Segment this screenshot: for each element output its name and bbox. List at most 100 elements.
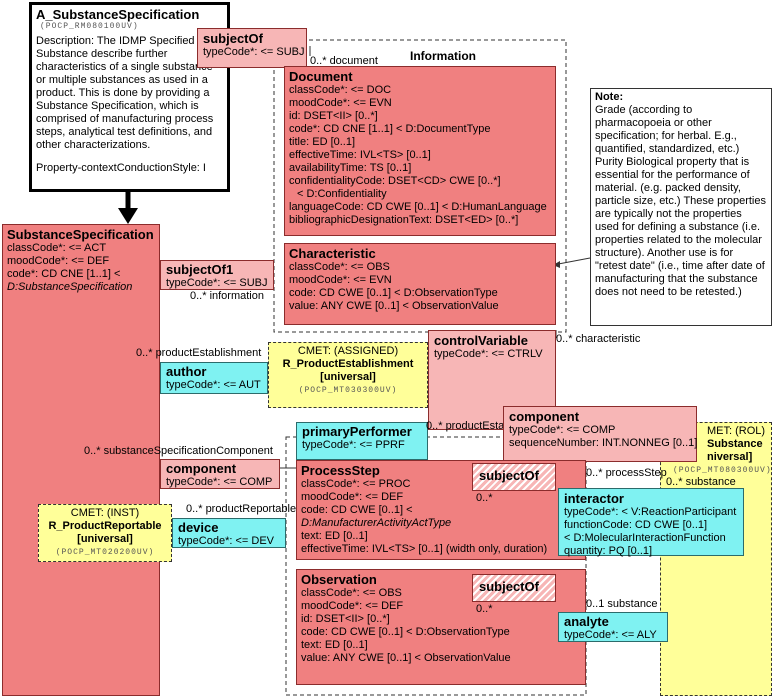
document-attr: title: ED [0..1]: [289, 136, 356, 148]
document-attr: bibliographicDesignationText: DSET<ED> […: [289, 214, 519, 226]
interactor-title: interactor: [564, 491, 624, 506]
author-participation[interactable]: author typeCode*: <= AUT: [160, 362, 268, 394]
cmet-assigned-id: (POCP_MT030300UV): [298, 386, 398, 395]
component-right-line: sequenceNumber: INT.NONNEG [0..1]: [509, 437, 698, 449]
observation-attr: value: ANY CWE [0..1] < ObservationValue: [301, 652, 511, 664]
process-step-card: 0..* processStep: [586, 467, 667, 479]
characteristic-title: Characteristic: [289, 246, 376, 261]
component-left-title: component: [166, 461, 237, 476]
analyte-title: analyte: [564, 614, 609, 629]
document-attr: effectiveTime: IVL<TS> [0..1]: [289, 149, 431, 161]
subject-of-observation[interactable]: subjectOf: [472, 574, 556, 602]
information-label: Information: [410, 49, 476, 63]
cmet-inst-id: (POCP_MT020200UV): [55, 548, 155, 557]
subject-of-observation-card: 0..*: [476, 603, 493, 615]
interactor-participation[interactable]: interactor typeCode*: < V:ReactionPartic…: [558, 488, 744, 557]
subject-of-process-step-title: subjectOf: [479, 468, 539, 483]
note-text: Grade (according to pharmacopoeia or oth…: [595, 104, 766, 298]
component-left[interactable]: component typeCode*: <= COMP: [160, 459, 280, 489]
document-attr: classCode*: <= DOC: [289, 84, 392, 96]
observation-attr: id: DSET<II> [0..*]: [301, 613, 390, 625]
author-title: author: [166, 364, 207, 379]
analyte-participation[interactable]: analyte typeCode*: <= ALY: [558, 612, 668, 642]
subject-of-observation-title: subjectOf: [479, 579, 539, 594]
cmet-assigned-label: CMET: (ASSIGNED): [297, 345, 399, 357]
entry-title: A_SubstanceSpecification: [36, 7, 200, 22]
substance-specification-attr: classCode*: <= ACT: [7, 242, 107, 254]
component-right[interactable]: component typeCode*: <= COMP sequenceNum…: [503, 406, 697, 462]
document-attr: < D:Confidentiality: [297, 188, 387, 200]
substance-card-analyte: 0..1 substance: [586, 598, 658, 610]
device-participation[interactable]: device typeCode*: <= DEV: [172, 518, 286, 548]
document-attr: id: DSET<II> [0..*]: [289, 110, 378, 122]
characteristic-attr: code: CD CWE [0..1] < D:ObservationType: [289, 287, 498, 299]
cmet-rol-name: Substance: [707, 438, 763, 450]
document-attr: moodCode*: <= EVN: [289, 97, 392, 109]
subject-of-top[interactable]: subjectOf typeCode*: <= SUBJ: [197, 28, 307, 68]
characteristic-class[interactable]: Characteristic classCode*: <= OBS moodCo…: [284, 243, 556, 325]
process-step-attr: code: CD CWE [0..1] <: [301, 504, 413, 516]
device-title: device: [178, 520, 219, 535]
cmet-rol[interactable]: MET: (ROL) Substance niversal] (POCP_MT0…: [660, 422, 772, 696]
document-attr: availabilityTime: TS [0..1]: [289, 162, 412, 174]
subject-of-process-step[interactable]: subjectOf: [472, 463, 556, 491]
ssc-card: 0..* substanceSpecificationComponent: [84, 445, 273, 457]
component-left-line: typeCode*: <= COMP: [166, 476, 273, 488]
observation-attr: code: CD CWE [0..1] < D:ObservationType: [301, 626, 510, 638]
cmet-assigned-name: R_ProductEstablishment: [282, 358, 414, 370]
observation-title: Observation: [301, 572, 377, 587]
process-step-attr: moodCode*: <= DEF: [301, 491, 404, 503]
subject-of-top-title: subjectOf: [203, 31, 263, 46]
primary-performer-title: primaryPerformer: [302, 424, 412, 439]
cmet-assigned[interactable]: CMET: (ASSIGNED) R_ProductEstablishment …: [268, 342, 428, 408]
substance-specification-class[interactable]: SubstanceSpecification classCode*: <= AC…: [2, 224, 160, 696]
interactor-attr: typeCode*: < V:ReactionParticipant: [564, 506, 737, 518]
document-card: 0..* document: [310, 55, 378, 67]
process-boundary: [285, 436, 587, 696]
component-right-line: typeCode*: <= COMP: [509, 424, 616, 436]
document-title: Document: [289, 69, 353, 84]
product-reportable-card: 0..* productReportable: [186, 503, 297, 515]
cmet-inst[interactable]: CMET: (INST) R_ProductReportable [univer…: [38, 504, 172, 562]
information-boundary: [273, 39, 567, 333]
characteristic-card: 0..* characteristic: [556, 333, 641, 345]
substance-card-rol: 0..* substance: [666, 476, 736, 488]
control-variable-title: controlVariable: [434, 333, 528, 348]
entry-id: (POCP_RM080100UV): [40, 22, 139, 31]
primary-performer[interactable]: primaryPerformer typeCode*: <= PPRF: [296, 422, 428, 460]
cmet-inst-name: R_ProductReportable: [48, 520, 162, 532]
process-step-attr: text: ED [0..1]: [301, 530, 368, 542]
information-card: 0..* information: [190, 290, 264, 302]
observation-attr: classCode*: <= OBS: [301, 587, 402, 599]
entry-style: Property-contextConductionStyle: I: [36, 162, 206, 174]
observation-attr: moodCode*: <= DEF: [301, 600, 404, 612]
process-step-attr: effectiveTime: IVL<TS> [0..1] (width onl…: [301, 543, 548, 555]
subject-of1-title: subjectOf1: [166, 262, 234, 277]
subject-of1[interactable]: subjectOf1 typeCode*: <= SUBJ: [160, 260, 274, 290]
subject-of1-line: typeCode*: <= SUBJ: [166, 277, 268, 289]
note-box: Note: Grade (according to pharmacopoeia …: [590, 88, 772, 326]
entry-arrow-icon: [118, 208, 138, 224]
note-title: Note:: [595, 91, 624, 103]
substance-specification-attr: moodCode*: <= DEF: [7, 255, 110, 267]
document-attr: languageCode: CD CWE [0..1] < D:HumanLan…: [289, 201, 547, 213]
analyte-line: typeCode*: <= ALY: [564, 629, 657, 641]
cmet-inst-scope: [universal]: [77, 533, 133, 545]
subject-of-top-line: typeCode*: <= SUBJ: [203, 46, 305, 58]
observation-attr: text: ED [0..1]: [301, 639, 368, 651]
document-attr: confidentialityCode: DSET<CD> CWE [0..*]: [289, 175, 501, 187]
subject-of-process-step-card: 0..*: [476, 492, 493, 504]
document-attr: code*: CD CNE [1..1] < D:DocumentType: [289, 123, 491, 135]
cmet-rol-label: MET: (ROL): [707, 425, 766, 437]
characteristic-attr: classCode*: <= OBS: [289, 261, 390, 273]
substance-specification-attr: D:SubstanceSpecification: [7, 281, 133, 293]
interactor-attr: < D:MolecularInteractionFunction: [564, 532, 726, 544]
substance-specification-attr: code*: CD CNE [1..1] <: [7, 268, 121, 280]
device-line: typeCode*: <= DEV: [178, 535, 275, 547]
entry-point-box[interactable]: A_SubstanceSpecification (POCP_RM080100U…: [29, 2, 230, 192]
entry-description: Description: The IDMP Specified Substanc…: [36, 35, 214, 151]
control-variable-line: typeCode*: <= CTRLV: [434, 348, 543, 360]
document-class[interactable]: Document classCode*: <= DOC moodCode*: <…: [284, 66, 556, 236]
process-step-title: ProcessStep: [301, 463, 380, 478]
interactor-attr: quantity: PQ [0..1]: [564, 545, 653, 557]
